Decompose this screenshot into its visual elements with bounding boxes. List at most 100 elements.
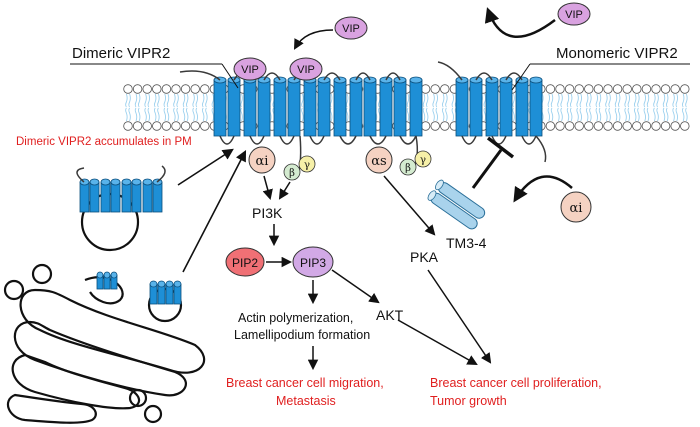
lipid-tail <box>614 93 618 108</box>
lipid-head-inner <box>593 121 604 131</box>
tm3-4-fragment: TM3-4 <box>427 179 487 251</box>
lipid-tail <box>634 93 637 108</box>
lipid-tail <box>301 107 304 122</box>
dimer-helix <box>243 76 257 137</box>
lipid-tail <box>192 107 195 122</box>
akt-label: AKT <box>376 307 404 323</box>
lipid-tail <box>560 107 563 122</box>
dimer-helix <box>273 76 287 137</box>
dimeric-label: Dimeric VIPR2 <box>72 45 170 62</box>
lipid-tail <box>128 93 131 108</box>
lipid-tail <box>637 93 640 108</box>
lipid-head-inner <box>200 121 210 131</box>
n-terminus <box>437 61 463 81</box>
tm3-4-label: TM3-4 <box>446 235 487 251</box>
dimer-helix <box>287 76 301 137</box>
golgi-helix <box>110 271 118 290</box>
bg-to-pi3k-arrow <box>278 181 291 200</box>
lipid-head-outer <box>555 84 565 94</box>
lipid-tail <box>579 93 582 108</box>
lipid-tail <box>566 93 570 108</box>
lipid-head-outer <box>593 84 604 94</box>
lipid-head-inner <box>430 121 440 131</box>
golgi-receptor <box>96 271 118 290</box>
lipid-tail <box>163 107 166 122</box>
lipid-tail <box>125 107 128 122</box>
vesicle-mid-helix <box>165 280 174 305</box>
lipid-tail <box>205 107 208 122</box>
lipid-tail <box>579 107 582 122</box>
lipid-head-inner <box>680 121 690 131</box>
extracellular-loop <box>323 72 341 81</box>
lipid-tail <box>445 107 448 122</box>
lipid-head-outer <box>603 84 613 94</box>
lipid-tail <box>608 93 611 108</box>
lipid-tail <box>432 93 435 108</box>
lipid-tail <box>451 93 454 108</box>
lipid-tail <box>186 107 189 122</box>
vesicle-helix <box>89 178 100 213</box>
gamma-label-left: γ <box>304 160 310 171</box>
lipid-head-inner <box>632 121 642 131</box>
lipid-tail <box>166 93 170 108</box>
lipid-tail <box>608 107 611 122</box>
lipid-tail <box>624 107 627 122</box>
vesicle-helix <box>131 178 142 213</box>
lipid-tail <box>154 107 157 122</box>
lipid-tail <box>666 93 669 108</box>
lipid-tail <box>675 107 678 122</box>
lipid-tail <box>672 107 675 122</box>
monomeric-label-pointer <box>511 63 531 91</box>
lipid-tail <box>550 107 554 122</box>
lipid-tail <box>125 93 128 108</box>
lipid-tail <box>570 107 573 122</box>
golgi-helix <box>103 271 111 290</box>
migration-line-1: Breast cancer cell migration, <box>226 376 384 390</box>
vesicle-helix <box>152 178 163 213</box>
lipid-head-inner <box>545 121 556 131</box>
lipid-tail <box>643 93 646 108</box>
lipid-tail <box>426 107 429 122</box>
lipid-tail <box>451 107 454 122</box>
migration-line-2: Metastasis <box>276 394 336 408</box>
lipid-tail <box>182 93 186 108</box>
lipid-tail <box>176 93 179 108</box>
lipid-tail <box>595 93 598 108</box>
intracellular-loop <box>339 135 357 145</box>
lipid-tail <box>560 93 563 108</box>
lipid-head-outer <box>161 84 172 94</box>
lipid-tail <box>157 107 160 122</box>
lipid-head-outer <box>612 84 623 94</box>
lipid-tail <box>662 93 666 108</box>
lipid-tail <box>557 93 560 108</box>
gamma-subunit-mid: γ <box>414 150 432 168</box>
monomeric-label: Monomeric VIPR2 <box>556 45 678 62</box>
lipid-tail <box>586 107 589 122</box>
alpha-i-protein: αi <box>248 146 276 174</box>
vip-release-arrow <box>484 7 556 38</box>
lipid-tail <box>330 107 333 122</box>
as-to-pka-arrow <box>383 175 436 236</box>
monomer-helix <box>455 76 469 137</box>
lipid-tail <box>330 93 333 108</box>
lipid-tail <box>134 93 138 108</box>
lipid-head-inner <box>123 121 133 131</box>
trafficking-arrow-2 <box>182 150 247 273</box>
lipid-tail <box>666 107 669 122</box>
dimer-helix <box>227 76 241 137</box>
dimer-helix <box>393 76 407 137</box>
dimer-helix <box>213 76 227 137</box>
lipid-tail <box>547 93 550 108</box>
vesicle-mid-helix <box>149 280 158 305</box>
vesicle-helix <box>110 178 121 213</box>
lipid-head-outer <box>190 84 200 94</box>
lipid-tail <box>566 107 570 122</box>
lipid-tail <box>182 107 186 122</box>
lipid-head-inner <box>584 121 594 131</box>
lipid-tail <box>422 93 426 108</box>
monomer-helix <box>529 76 543 137</box>
monomer-helix <box>515 76 529 137</box>
dimer-helix <box>349 76 363 137</box>
lipid-tail <box>685 107 688 122</box>
lipid-tail <box>240 93 243 108</box>
